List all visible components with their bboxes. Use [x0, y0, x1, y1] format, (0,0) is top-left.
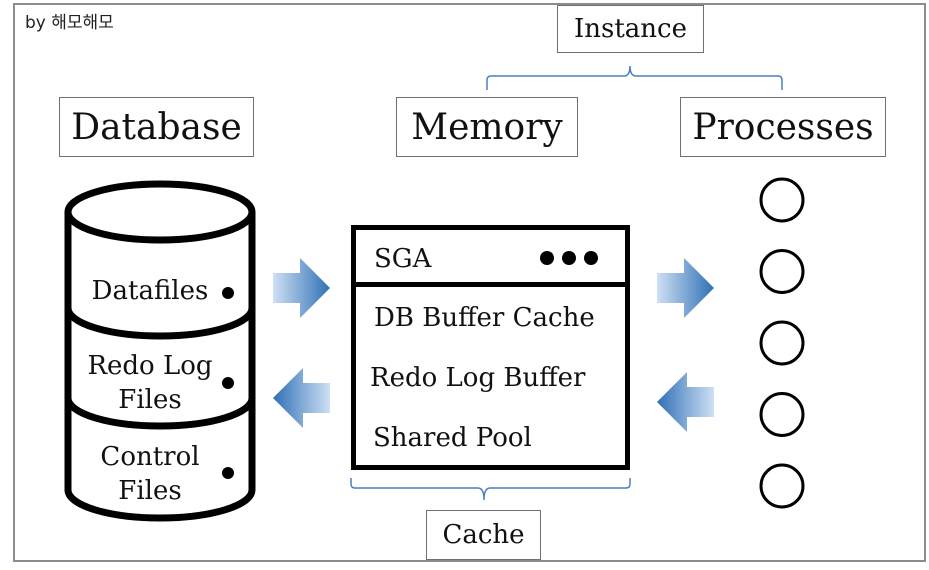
window-dot-icon	[540, 251, 554, 265]
arrow-processes-to-sga-icon	[657, 372, 714, 432]
database-label: Database	[59, 97, 254, 157]
author-credit: by 해모해모	[25, 13, 114, 33]
instance-bracket	[486, 65, 783, 90]
window-dot-icon	[562, 251, 576, 265]
datafiles-dot-icon	[222, 287, 234, 299]
instance-label: Instance	[557, 5, 704, 53]
process-circle-icon	[759, 177, 805, 223]
sga-title: SGA	[374, 244, 432, 274]
sga-item-shared-pool: Shared Pool	[373, 423, 532, 453]
processes-label: Processes	[680, 97, 886, 157]
window-dot-icon	[584, 251, 598, 265]
sga-item-db-buffer-cache: DB Buffer Cache	[374, 303, 595, 333]
database-cylinder-icon	[64, 180, 256, 522]
process-circle-icon	[759, 320, 805, 366]
process-circles	[759, 177, 805, 509]
sga-window: SGA DB Buffer Cache Redo Log Buffer Shar…	[351, 225, 630, 470]
redo-log-files-label: Redo Log Files	[87, 351, 213, 415]
control-files-dot-icon	[222, 467, 234, 479]
process-circle-icon	[759, 249, 805, 294]
cache-label: Cache	[426, 510, 541, 560]
sga-titlebar: SGA	[356, 230, 625, 287]
memory-label: Memory	[396, 97, 578, 157]
arrow-db-to-sga-icon	[273, 258, 330, 318]
process-circle-icon	[759, 392, 805, 437]
arrow-sga-to-db-icon	[273, 368, 330, 428]
cache-bracket	[350, 478, 631, 501]
control-files-label: Control Files	[100, 442, 200, 506]
datafiles-label: Datafiles	[91, 276, 209, 306]
redo-log-dot-icon	[222, 377, 234, 389]
arrow-sga-to-processes-icon	[657, 258, 714, 318]
process-circle-icon	[759, 463, 805, 509]
sga-item-redo-log-buffer: Redo Log Buffer	[370, 363, 586, 393]
